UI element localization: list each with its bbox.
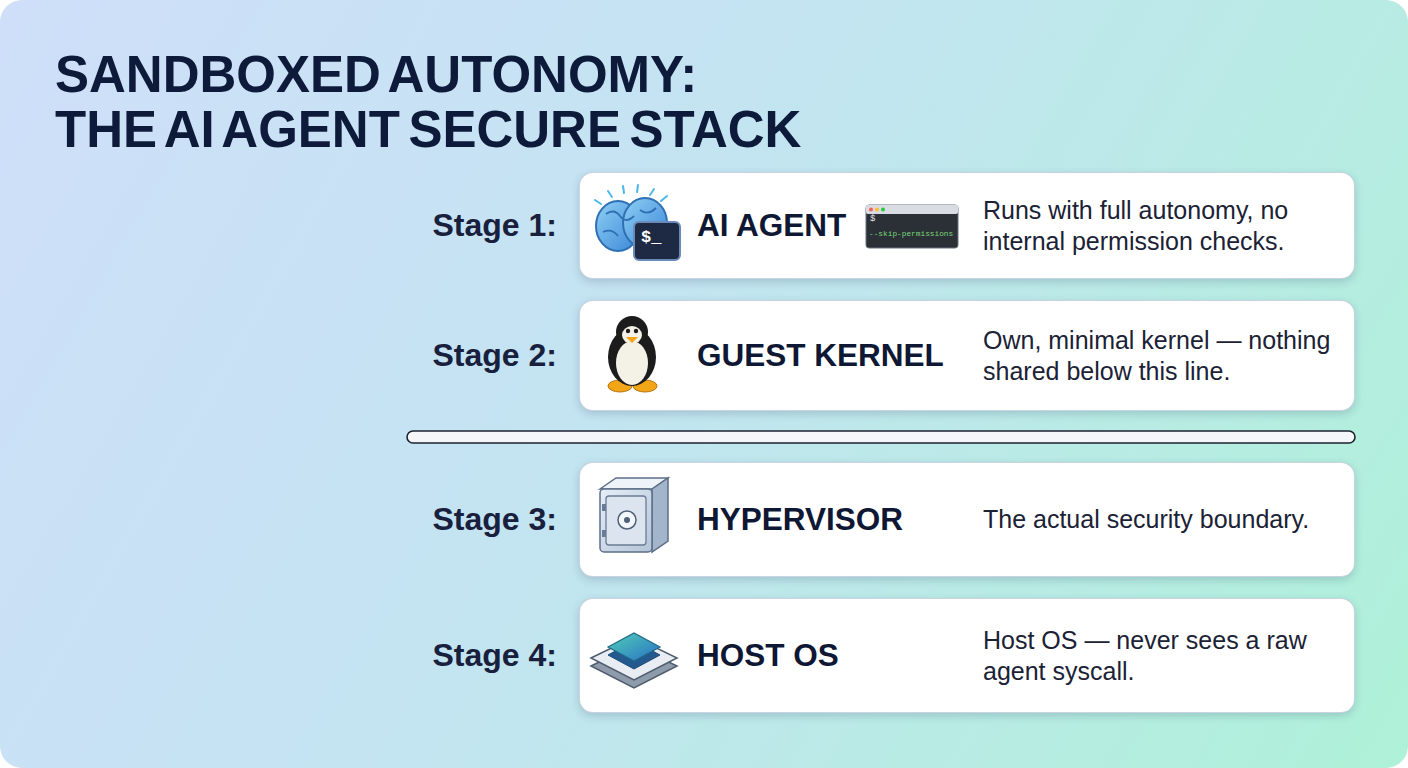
icon-text: --skip-permissions: [869, 230, 953, 239]
stage-label: Stage 4:: [433, 599, 557, 712]
layer-card: Stage 4:HOST OSHost OS — never sees a ra…: [579, 598, 1355, 713]
layer-name: HYPERVISOR: [697, 463, 903, 576]
icon-text: $_: [641, 229, 661, 248]
layer-name: AI AGENT: [697, 173, 846, 278]
layer-description: Runs with full autonomy, no internal per…: [983, 173, 1348, 278]
icon-text: $: [870, 215, 875, 225]
layer-name: HOST OS: [697, 599, 839, 712]
diagram-title: SANDBOXED AUTONOMY: THE AI AGENT SECURE …: [55, 47, 805, 157]
layer-description: Own, minimal kernel — nothing shared bel…: [983, 301, 1348, 410]
layer-description: The actual security boundary.: [983, 463, 1348, 576]
layer-description: Host OS — never sees a raw agent syscall…: [983, 599, 1348, 712]
layer-card: Stage 3:HYPERVISORThe actual security bo…: [579, 462, 1355, 577]
layer-card: Stage 1:AI AGENTRuns with full autonomy,…: [579, 172, 1355, 279]
layer-card: Stage 2:GUEST KERNELOwn, minimal kernel …: [579, 300, 1355, 411]
stage-label: Stage 1:: [433, 173, 557, 278]
boundary-line: [407, 431, 1355, 443]
stage-label: Stage 3:: [433, 463, 557, 576]
stage-label: Stage 2:: [433, 301, 557, 410]
layer-name: GUEST KERNEL: [697, 301, 944, 410]
